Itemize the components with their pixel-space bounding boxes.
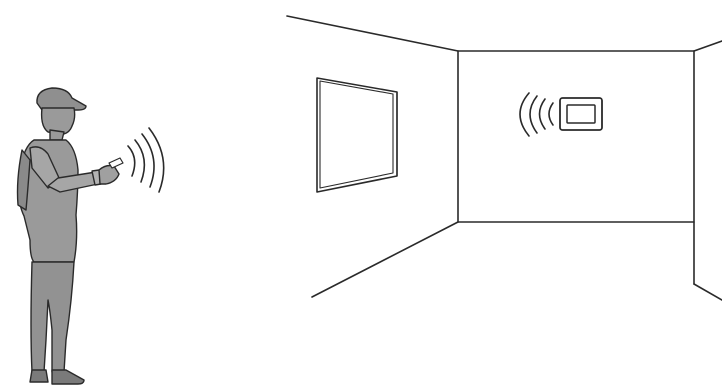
receiver-screen — [566, 104, 596, 124]
remote-signal-wireless-signal-icon — [127, 127, 165, 193]
device-signal-wave-1 — [548, 102, 554, 126]
person-shoe-back — [29, 369, 49, 383]
device-signal-wave-3 — [529, 95, 538, 134]
right-floor-edge — [693, 283, 722, 301]
person-with-cap-icon — [16, 87, 120, 385]
device-signal-wireless-signal-icon — [519, 92, 554, 137]
handheld-remote-icon — [108, 157, 124, 169]
left-ceiling-edge — [286, 15, 459, 52]
window-pane — [319, 80, 394, 189]
person-cap — [36, 87, 87, 111]
remote-body — [108, 157, 124, 169]
remote-signal-wave-2 — [134, 139, 146, 183]
device-signal-wave-2 — [538, 98, 546, 130]
remote-signal-wave-3 — [141, 133, 155, 188]
window-icon — [316, 77, 398, 193]
device-signal-wave-4 — [519, 92, 530, 137]
room-outline — [286, 15, 722, 301]
wall-mounted-receiver-icon — [559, 97, 603, 131]
left-floor-edge — [311, 221, 459, 298]
person-head — [40, 107, 76, 135]
person-legs — [30, 261, 75, 373]
remote-signal-wave-1 — [127, 145, 136, 177]
right-ceiling-edge — [693, 40, 722, 52]
remote-signal-wave-4 — [148, 127, 165, 193]
person-hand — [98, 164, 120, 185]
person-shoe-front — [51, 369, 85, 385]
person-neck — [49, 129, 65, 141]
receiver-housing — [559, 97, 603, 131]
person-back-arm — [16, 149, 31, 211]
